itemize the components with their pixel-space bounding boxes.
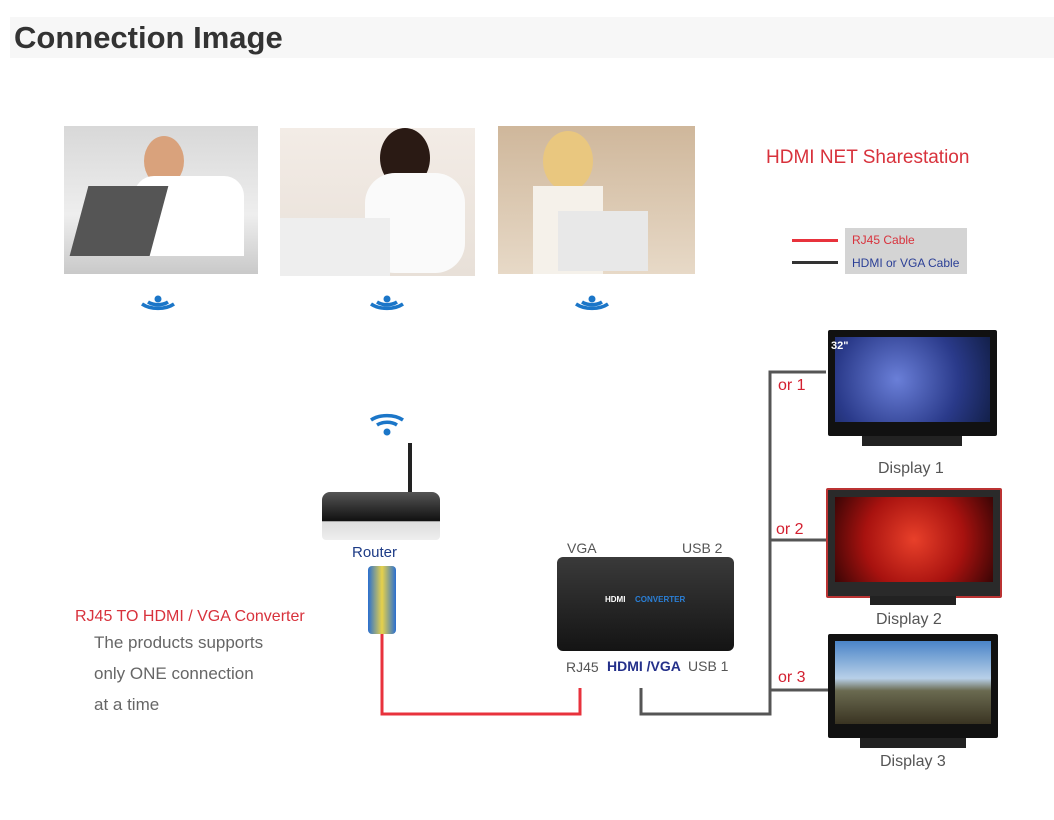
page-title: Connection Image	[14, 20, 283, 55]
tv-size-badge: 32"	[831, 340, 849, 352]
photo-woman-laptop	[280, 128, 475, 276]
port-label-hdmi-vga: HDMI /VGA	[607, 658, 681, 674]
photo-man-laptop	[64, 126, 258, 274]
router-wifi-icon	[370, 413, 404, 436]
port-label-vga: VGA	[567, 540, 597, 556]
note-line: The products supports	[94, 633, 264, 652]
converter-device: HDMI CONVERTER	[557, 557, 734, 651]
converter-heading: RJ45 TO HDMI / VGA Converter	[75, 608, 305, 625]
legend-label: RJ45 Cable	[852, 233, 915, 247]
option-label: or 1	[778, 377, 806, 394]
display-label: Display 1	[878, 460, 944, 477]
display-3-tv	[828, 634, 998, 738]
option-label: or 3	[778, 669, 806, 686]
converter-brand: CONVERTER	[635, 595, 686, 604]
tv-stand	[870, 596, 956, 605]
wifi-icon	[575, 295, 609, 311]
page-header: Connection Image	[10, 17, 1054, 58]
diagram-title: HDMI NET Sharestation	[766, 147, 970, 168]
converter-brand: HDMI	[605, 595, 626, 604]
tv-stand	[862, 436, 962, 446]
router-image	[322, 492, 440, 540]
legend-swatch-hdmi	[792, 261, 838, 264]
display-label: Display 3	[880, 753, 946, 770]
display-label: Display 2	[876, 611, 942, 628]
router-label: Router	[352, 544, 398, 561]
wifi-icon	[141, 295, 175, 311]
photo-woman-phone	[498, 126, 695, 274]
display-1-tv: 32"	[828, 330, 997, 436]
note-line: at a time	[94, 695, 160, 714]
option-label: or 2	[776, 521, 804, 538]
port-label-usb1: USB 1	[688, 658, 729, 674]
legend-swatch-rj45	[792, 239, 838, 242]
port-label-usb2: USB 2	[682, 540, 723, 556]
legend-label: HDMI or VGA Cable	[852, 256, 960, 270]
display-2-tv	[826, 488, 1002, 598]
wifi-icon	[370, 295, 404, 311]
rj45-connector	[368, 566, 396, 634]
router-antenna	[408, 443, 412, 495]
tv-stand	[860, 738, 966, 748]
legend-box	[845, 228, 967, 274]
note-line: only ONE connection	[94, 664, 254, 683]
port-label-rj45: RJ45	[566, 659, 599, 675]
